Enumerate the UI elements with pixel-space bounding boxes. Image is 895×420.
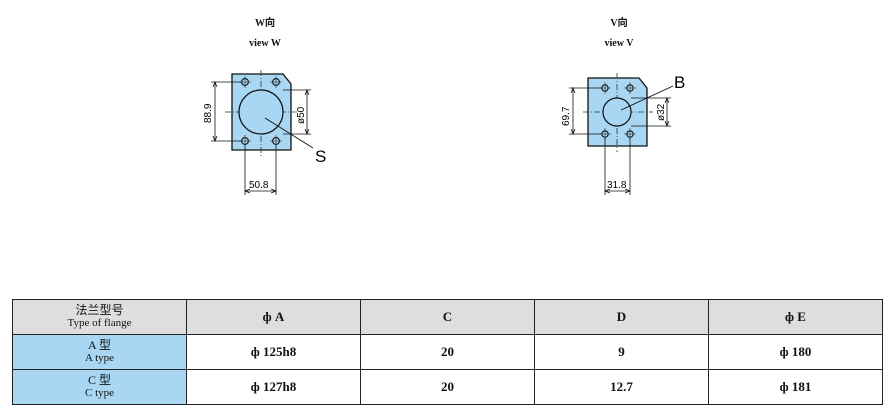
view-v-title-en: view V: [604, 38, 634, 49]
header-col-a: ф A: [186, 299, 361, 335]
row-type-en: A type: [84, 352, 115, 364]
view-w-dim-diameter: ø50: [296, 106, 307, 124]
view-v-drawing: 69.7 ø32 B 31.8: [561, 73, 685, 195]
row-type: C 型 C type: [12, 369, 187, 405]
view-w-bore: [238, 89, 284, 135]
table-header-row: 法兰型号 Type of flange ф A C D ф E: [12, 299, 883, 335]
table-row: C 型 C type ф 127h8 20 12.7 ф 181: [12, 369, 883, 405]
view-w-callout: S: [315, 147, 326, 166]
view-w-dim-height: 88.9: [203, 103, 214, 123]
view-w-dim-width: 50.8: [249, 180, 269, 191]
cell-a: ф 127h8: [186, 369, 361, 405]
row-type-cn: A 型: [87, 338, 111, 352]
cell-c: 20: [360, 334, 535, 370]
view-v-dim-diameter: ø32: [656, 103, 667, 121]
view-v-dim-width: 31.8: [607, 180, 627, 191]
row-type: A 型 A type: [12, 334, 187, 370]
header-col-d: D: [534, 299, 709, 335]
row-type-cn: C 型: [87, 373, 111, 387]
cell-c: 20: [360, 369, 535, 405]
cell-e: ф 181: [708, 369, 883, 405]
flange-table: 法兰型号 Type of flange ф A C D ф E A 型 A ty…: [12, 299, 883, 405]
header-type-en: Type of flange: [67, 317, 132, 329]
view-w-drawing: 88.9 ø50 S 50.8: [203, 70, 326, 195]
view-v-title-cn: V向: [610, 18, 628, 29]
cell-a: ф 125h8: [186, 334, 361, 370]
view-v-callout: B: [674, 73, 685, 92]
view-v-bore: [602, 97, 632, 127]
header-col-e: ф E: [708, 299, 883, 335]
table-row: A 型 A type ф 125h8 20 9 ф 180: [12, 334, 883, 370]
cell-e: ф 180: [708, 334, 883, 370]
cell-d: 9: [534, 334, 709, 370]
header-type: 法兰型号 Type of flange: [12, 299, 187, 335]
view-v-dim-height: 69.7: [561, 106, 572, 126]
header-col-c: C: [360, 299, 535, 335]
header-type-cn: 法兰型号: [75, 303, 124, 317]
view-w-title-en: view W: [249, 38, 281, 49]
cell-d: 12.7: [534, 369, 709, 405]
row-type-en: C type: [84, 387, 115, 399]
view-w-title-cn: W向: [255, 18, 275, 29]
